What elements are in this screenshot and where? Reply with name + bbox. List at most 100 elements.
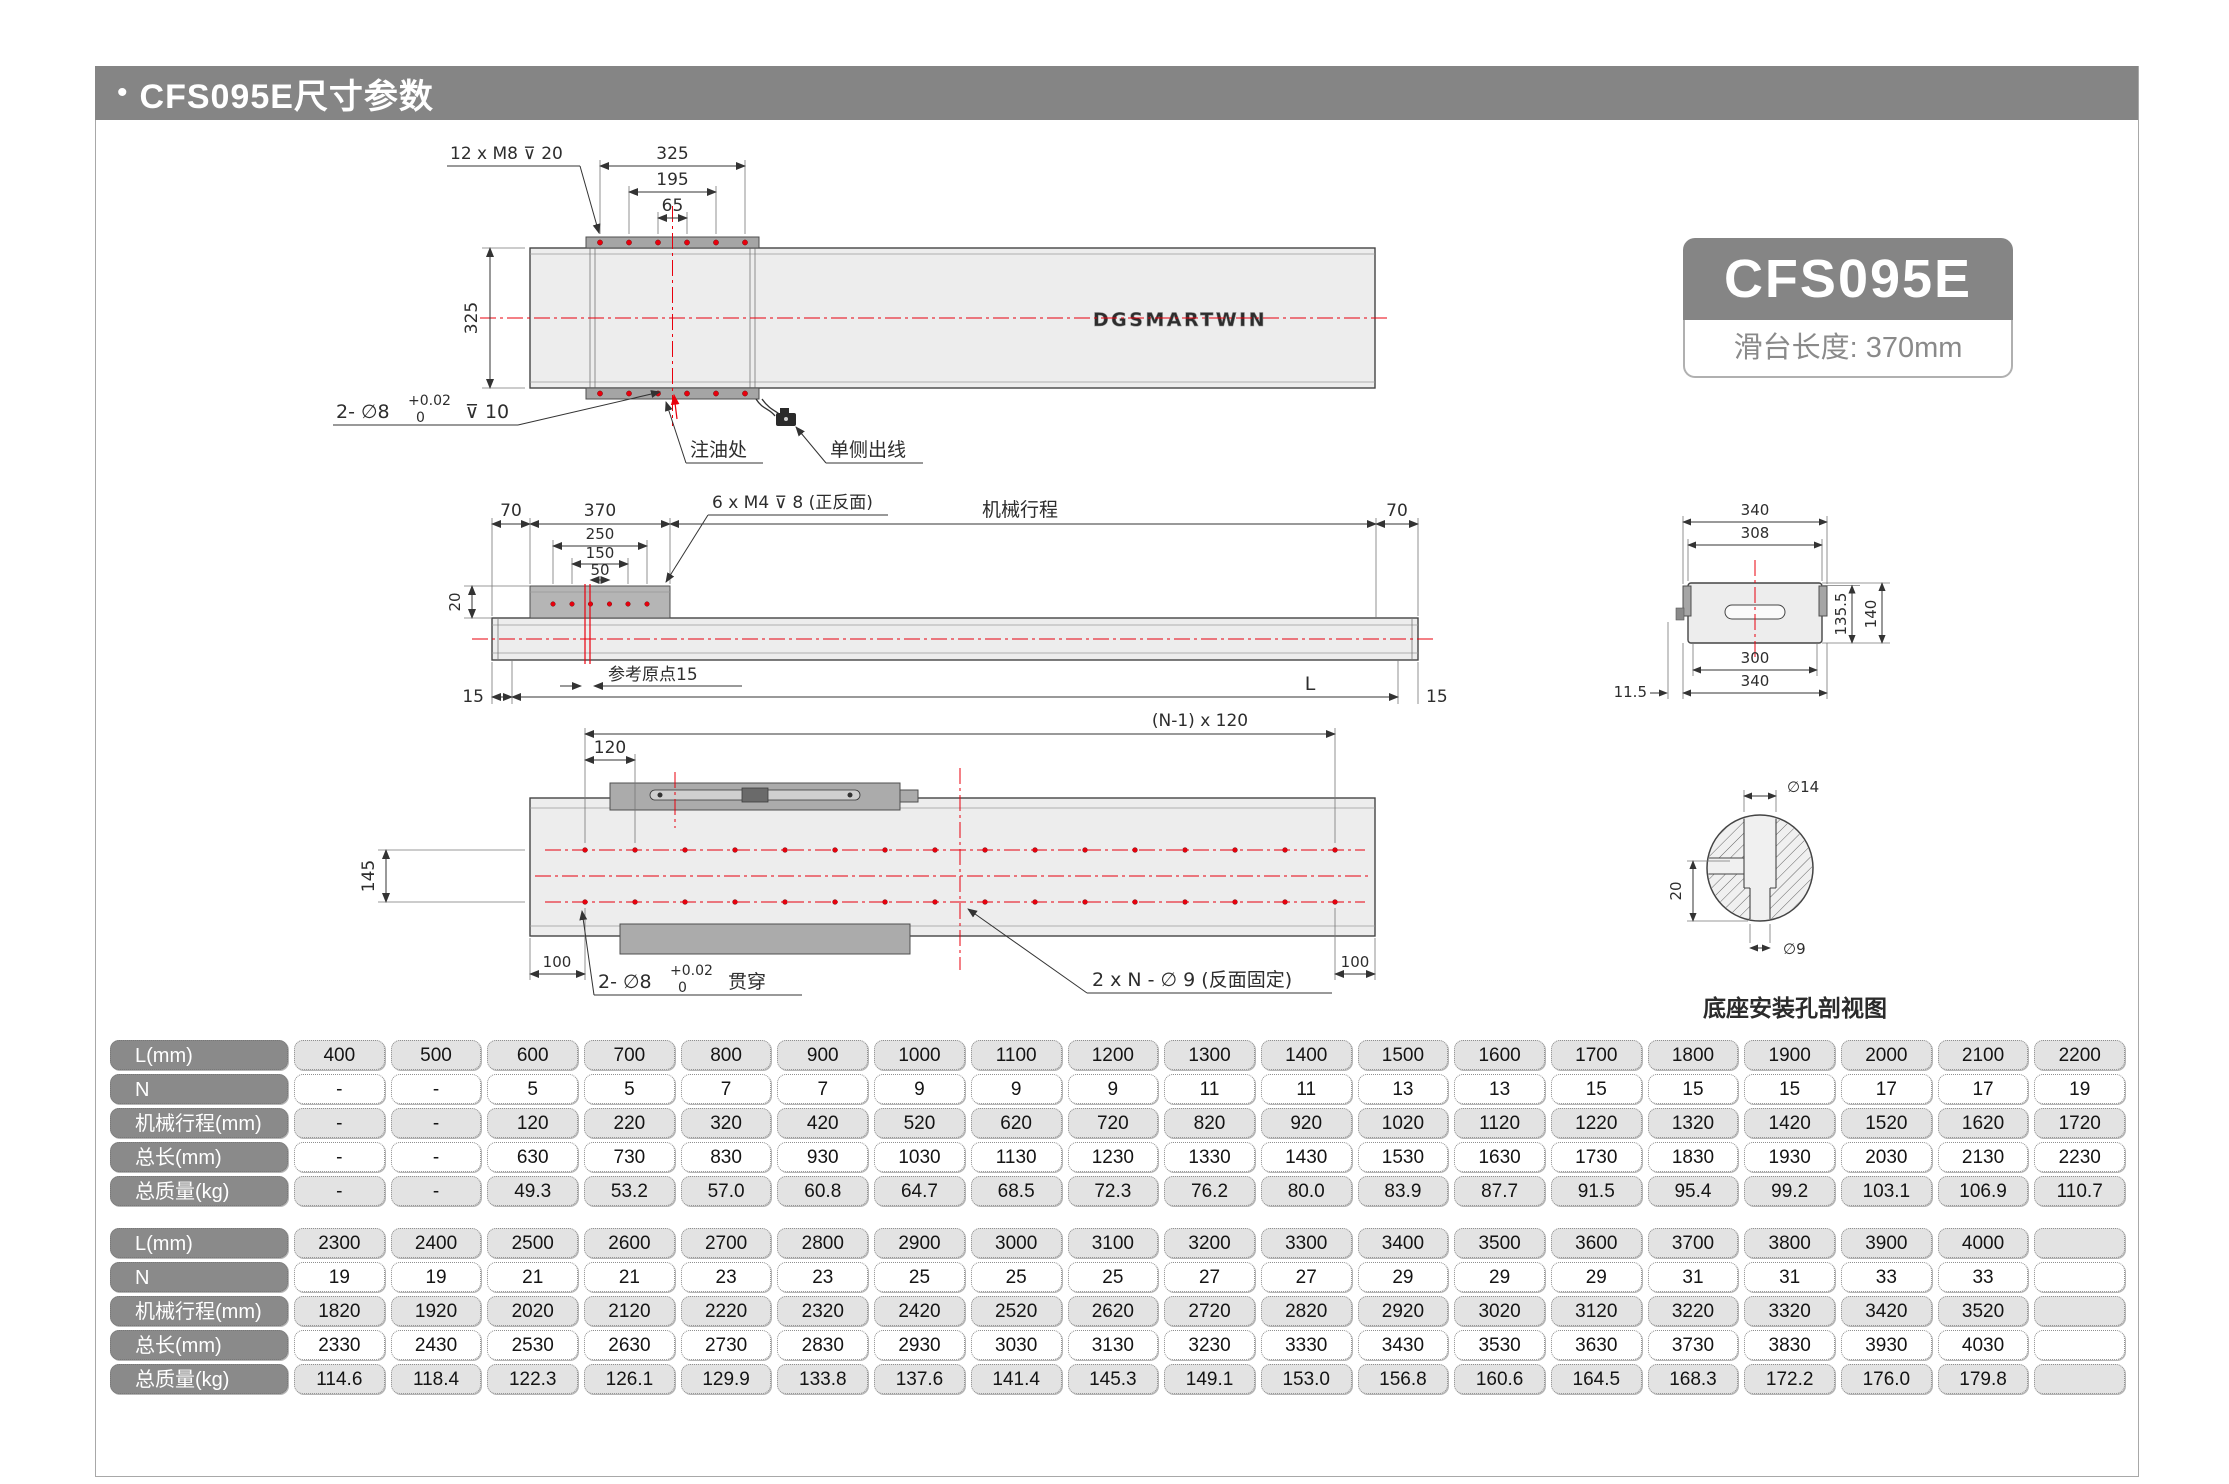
pin-tol-upper: +0.02 [408, 393, 451, 409]
table-cell: 3220 [1647, 1296, 1739, 1326]
table-cell: 87.7 [1454, 1176, 1545, 1206]
table-cell [2034, 1330, 2126, 1360]
oil-port-callout: 注油处 [665, 401, 763, 464]
row-header: 总长(mm) [110, 1142, 288, 1172]
dim-195: 195 [656, 170, 688, 190]
table-cell: 25 [1067, 1262, 1159, 1292]
carriage-side [529, 585, 671, 619]
table-cell: 1900 [1744, 1040, 1835, 1070]
table-cell: 1120 [1454, 1108, 1545, 1138]
dim-140: 140 [1862, 600, 1880, 629]
table-cell: 72.3 [1067, 1176, 1159, 1206]
table-cell: 1700 [1550, 1040, 1642, 1070]
centerlines [480, 206, 1390, 426]
table-cell: 2020 [487, 1296, 579, 1326]
table-cell: 153.0 [1260, 1364, 1352, 1394]
bottom-view-drawing: (N-1) x 120 120 145 100 100 2- ∅8 +0.02 … [359, 711, 1376, 996]
table-cell: 1930 [1744, 1142, 1835, 1172]
table-cell: 15 [1550, 1074, 1642, 1104]
table-cell: 3530 [1454, 1330, 1545, 1360]
cable-exit-callout: 单侧出线 [755, 398, 923, 464]
dim-d9: ∅9 [1783, 940, 1806, 958]
table-cell: 1800 [1647, 1040, 1739, 1070]
page-title: CFS095E尺寸参数 [139, 77, 434, 116]
table-cell: 1820 [294, 1296, 385, 1326]
dim-d14: ∅14 [1787, 778, 1819, 796]
dim-50: 50 [590, 561, 609, 579]
end-view-body [1675, 582, 1828, 644]
table-cell: - [294, 1108, 385, 1138]
origin-mark [584, 584, 591, 664]
table-cell: 11 [1260, 1074, 1352, 1104]
table-cell: 1500 [1357, 1040, 1449, 1070]
table-cell: 13 [1454, 1074, 1545, 1104]
pin-through: 贯穿 [728, 971, 766, 993]
table-cell: 129.9 [680, 1364, 772, 1394]
table-cell: 3330 [1260, 1330, 1352, 1360]
table-cell: 3100 [1067, 1228, 1159, 1258]
table-cell: 118.4 [390, 1364, 482, 1394]
detail-caption: 底座安装孔剖视图 [1703, 995, 1887, 1022]
pin-label: 2- ∅8 [598, 971, 652, 993]
table-cell: 4030 [1937, 1330, 2029, 1360]
dimensions: 340 308 135.5 140 300 340 11.5 [1614, 501, 1890, 701]
table-cell: 64.7 [874, 1176, 965, 1206]
side-view-drawing: 70 370 机械行程 70 250 150 50 20 6 x M4 ⊽ 8 … [446, 493, 1448, 707]
table-cell: 2630 [584, 1330, 675, 1360]
pin-tol-upper: +0.02 [670, 963, 713, 979]
table-cell: 23 [777, 1262, 869, 1292]
table-cell: 2900 [874, 1228, 965, 1258]
model-badge: CFS095E 滑台长度: 370mm [1683, 238, 2013, 378]
dim-pattern: (N-1) x 120 [1152, 711, 1248, 731]
table-cell [2034, 1364, 2126, 1394]
m4-label: 6 x M4 ⊽ 8 (正反面) [712, 493, 873, 513]
table-cell: 99.2 [1744, 1176, 1835, 1206]
table-cell: 53.2 [584, 1176, 675, 1206]
table-cell: 800 [680, 1040, 772, 1070]
table-cell: 2300 [294, 1228, 385, 1258]
table-cell: 1230 [1067, 1142, 1159, 1172]
table-cell: 7 [680, 1074, 772, 1104]
dim-325-top: 325 [656, 144, 688, 164]
table-cell: 2400 [390, 1228, 482, 1258]
table-cell: 29 [1357, 1262, 1449, 1292]
oil-label: 注油处 [690, 439, 747, 461]
holes-label: 2 x N - ∅ 9 (反面固定) [1092, 969, 1292, 991]
table-cell: 3130 [1067, 1330, 1159, 1360]
centerlines [535, 768, 1370, 970]
table-cell: 3200 [1164, 1228, 1255, 1258]
origin-label: 参考原点15 [608, 665, 698, 685]
table-cell: 156.8 [1357, 1364, 1449, 1394]
dim-340-top: 340 [1741, 501, 1770, 519]
table-cell: 3230 [1164, 1330, 1255, 1360]
table-cell: 3430 [1357, 1330, 1449, 1360]
table-cell: 68.5 [970, 1176, 1062, 1206]
row-header: 机械行程(mm) [110, 1296, 288, 1326]
table-cell: 172.2 [1744, 1364, 1835, 1394]
table-cell: - [390, 1176, 482, 1206]
table-cell: 2500 [487, 1228, 579, 1258]
table-cell: - [390, 1074, 482, 1104]
table-cell: 820 [1164, 1108, 1255, 1138]
row-header: 总长(mm) [110, 1330, 288, 1360]
table-cell [2034, 1228, 2126, 1258]
row-header: N [110, 1074, 288, 1104]
table-cell: 149.1 [1164, 1364, 1255, 1394]
table-cell: 2830 [777, 1330, 869, 1360]
table-cell: 730 [584, 1142, 675, 1172]
table-cell: 2420 [874, 1296, 965, 1326]
table-cell: 133.8 [777, 1364, 869, 1394]
table-cell: 21 [487, 1262, 579, 1292]
dim-100-right: 100 [1341, 953, 1370, 971]
table-cell: - [294, 1074, 385, 1104]
sensor-rail-tab [1675, 607, 1685, 621]
dim-135-5: 135.5 [1832, 593, 1850, 636]
m4-holes [550, 601, 650, 607]
dim-15-right: 15 [1426, 687, 1448, 707]
table-cell: 9 [874, 1074, 965, 1104]
stroke-label: 机械行程 [982, 499, 1058, 521]
